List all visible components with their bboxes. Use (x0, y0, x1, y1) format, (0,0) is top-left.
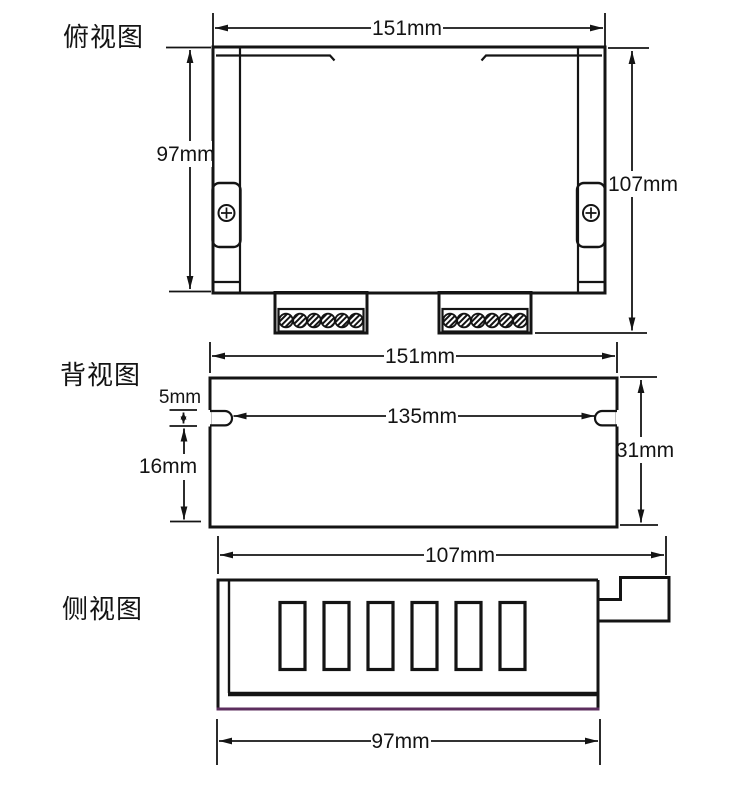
top-width-label: 151mm (372, 17, 442, 40)
top-total-height-label: 107mm (608, 173, 678, 196)
label-backing (424, 542, 496, 568)
back-slot-height-ticks (169, 409, 197, 427)
top-view-top-edge-lines (216, 54, 602, 62)
side-view: 侧视图 107mm 97mm (62, 536, 671, 765)
back-height-extension-lines (620, 376, 658, 526)
vent-slots (278, 600, 527, 672)
side-body-depth-extension-lines (216, 719, 601, 765)
back-view-label: 背视图 (60, 360, 141, 390)
side-view-body-fill (218, 580, 598, 709)
side-total-depth-extension-lines (217, 536, 667, 575)
din-rail-clip (599, 576, 671, 623)
top-total-height-extension-lines (535, 47, 649, 334)
top-view-side-flange-lines (238, 48, 580, 292)
top-body-height-label: 97mm (156, 143, 214, 166)
top-view-label: 俯视图 (63, 22, 144, 52)
label-backing (136, 454, 203, 480)
label-backing (159, 141, 212, 167)
back-height-label: 31mm (616, 439, 674, 462)
back-view-body (208, 376, 619, 529)
terminal-screw-icon (348, 312, 364, 329)
terminal-screw-icon (442, 312, 458, 329)
back-slot-span-label: 135mm (387, 405, 457, 428)
right-screw-icon (582, 204, 600, 222)
right-mounting-tab (575, 181, 607, 249)
left-key-slot (210, 409, 234, 427)
side-body-depth-label: 97mm (371, 730, 429, 753)
back-view: 背视图 151mm 135mm 5mm 16mm 31mm (60, 342, 674, 529)
right-terminal-block (437, 291, 533, 335)
side-view-label: 侧视图 (62, 594, 143, 624)
terminal-screw-icon (456, 312, 472, 329)
top-view-body (211, 45, 607, 295)
back-slot-height-label: 5mm (159, 387, 201, 408)
top-height-extension-lines (166, 46, 211, 293)
left-screw-icon (217, 204, 236, 222)
terminal-screw-icon (278, 312, 294, 329)
label-backing (371, 728, 431, 754)
back-width-label: 151mm (385, 345, 455, 368)
vent-slot (498, 600, 527, 672)
label-backing (384, 343, 456, 369)
terminal-screw-icon (292, 312, 308, 329)
left-terminal-block (273, 291, 369, 335)
label-backing (371, 15, 443, 41)
terminal-screw-icon (306, 312, 322, 329)
top-view: 俯视图 (63, 13, 678, 335)
label-backing (619, 437, 673, 463)
vent-slot (366, 600, 395, 672)
side-total-depth-label: 107mm (425, 544, 495, 567)
top-width-extension-lines (212, 13, 606, 46)
back-width-extension-lines (209, 342, 618, 373)
vent-slot (278, 600, 307, 672)
vent-slot (454, 600, 483, 672)
label-backing (610, 171, 676, 197)
terminal-screw-icon (498, 312, 514, 329)
side-view-body-outline (216, 578, 600, 709)
terminal-screw-icon (320, 312, 336, 329)
back-slot-to-bottom-label: 16mm (139, 455, 197, 478)
terminal-screw-icon (470, 312, 486, 329)
left-mounting-tab (211, 181, 242, 249)
vent-slot (410, 600, 439, 672)
terminal-screw-icon (484, 312, 500, 329)
terminal-screw-icon (512, 312, 528, 329)
vent-slot (322, 600, 351, 672)
terminal-screw-icon (334, 312, 350, 329)
label-backing (386, 402, 458, 427)
right-key-slot (593, 409, 617, 427)
